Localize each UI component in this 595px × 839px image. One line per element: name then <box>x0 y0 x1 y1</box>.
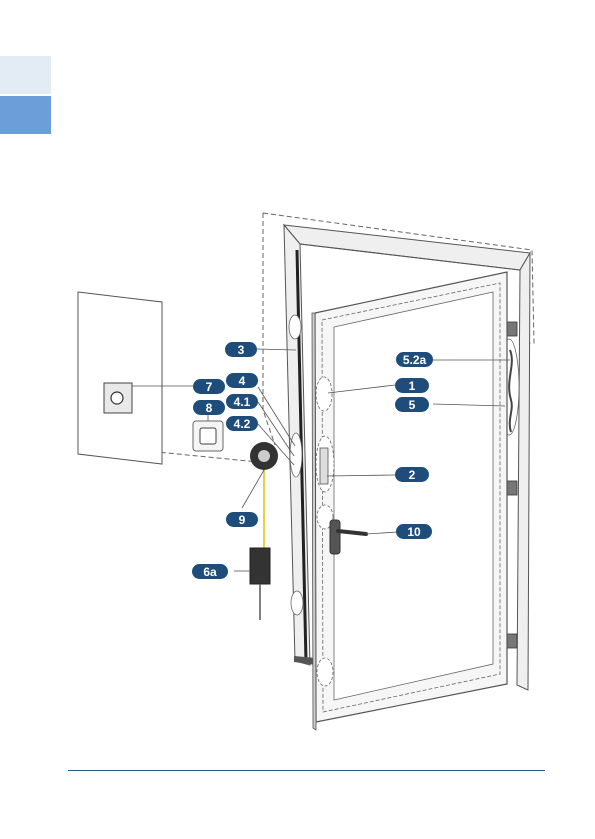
callout-4-2: 4.2 <box>226 416 258 431</box>
callout-8: 8 <box>193 400 225 415</box>
svg-text:10: 10 <box>407 525 421 539</box>
svg-text:9: 9 <box>239 513 246 527</box>
power-supply-icon[interactable] <box>250 470 270 620</box>
callout-9: 9 <box>226 512 258 527</box>
svg-text:4.1: 4.1 <box>234 395 251 409</box>
svg-text:6a: 6a <box>203 565 217 579</box>
svg-text:5: 5 <box>409 398 416 412</box>
lock-motor-icon[interactable] <box>250 442 278 470</box>
callout-7: 7 <box>193 379 225 394</box>
svg-text:3: 3 <box>238 343 245 357</box>
svg-text:4.2: 4.2 <box>234 417 251 431</box>
callout-5: 5 <box>395 397 429 412</box>
wall-panel <box>78 292 162 464</box>
callout-5-2a: 5.2a <box>396 352 433 367</box>
push-button-icon[interactable] <box>193 421 223 451</box>
svg-text:8: 8 <box>206 401 213 415</box>
callout-1: 1 <box>395 378 429 393</box>
door-leaf <box>312 272 507 730</box>
keypad-reader-icon[interactable] <box>104 383 132 413</box>
callout-6a: 6a <box>192 564 228 579</box>
callout-2: 2 <box>395 467 429 482</box>
callout-4-1: 4.1 <box>226 394 258 409</box>
callout-3: 3 <box>225 342 257 357</box>
footer-rule <box>68 770 545 771</box>
svg-text:7: 7 <box>206 380 213 394</box>
svg-text:5.2a: 5.2a <box>403 353 427 367</box>
callout-4: 4 <box>226 373 258 388</box>
svg-text:4: 4 <box>239 374 246 388</box>
svg-text:1: 1 <box>409 379 416 393</box>
callout-10: 10 <box>396 524 432 539</box>
svg-text:2: 2 <box>409 468 416 482</box>
